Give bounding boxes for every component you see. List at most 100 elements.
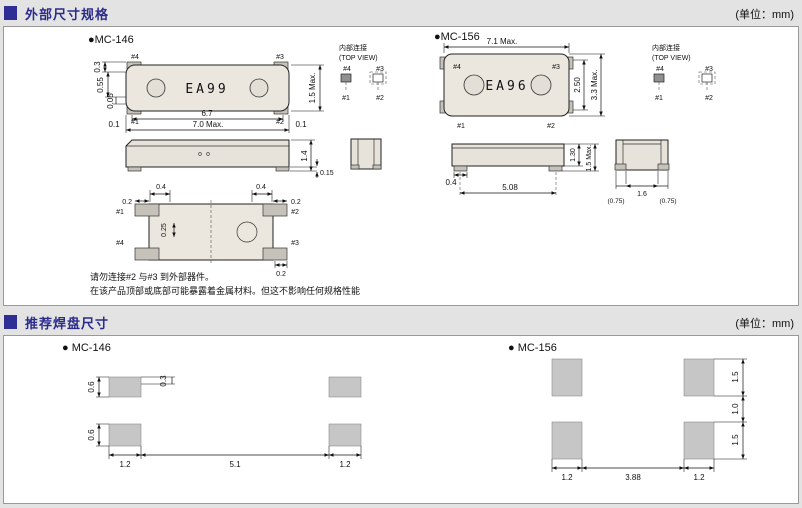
mc156-top-pin2-label: #2 bbox=[547, 123, 555, 130]
mc146-internal-title: 内部连接 bbox=[339, 43, 367, 52]
pads156-pad-bottom-left bbox=[551, 421, 583, 460]
mc156-internal-pin2: #2 bbox=[705, 95, 713, 102]
mc146-internal-pin2: #2 bbox=[376, 95, 384, 102]
mc156-end-view: 1.6 (0.75) (0.75) bbox=[608, 139, 676, 205]
mc146-bottom-bottom-dims: 0.2 bbox=[274, 261, 288, 278]
pads156-pad-bottom-right bbox=[683, 421, 715, 460]
mc146-side-dot bbox=[206, 152, 210, 156]
mc156-length-dim: 7.1 Max. bbox=[443, 37, 570, 53]
mc156-top-pin1-label: #1 bbox=[457, 123, 465, 130]
mc146-internal-subtitle: (TOP VIEW) bbox=[339, 55, 378, 62]
pads146-dim-03: 0.3 bbox=[159, 375, 168, 387]
section1-title: 外部尺寸规格 bbox=[25, 6, 110, 22]
mc156-end-dims: 1.6 (0.75) (0.75) bbox=[608, 171, 676, 205]
mc146-bottom-dims: 6.7 7.0 Max. 0.1 0.1 bbox=[108, 109, 307, 133]
mc146-dim-15max: 1.5 Max. bbox=[308, 73, 317, 104]
mc156-side-pad-left bbox=[453, 165, 468, 172]
mc156-marking: EA96 bbox=[485, 79, 528, 94]
pads146-pad-bottom-right bbox=[328, 423, 362, 447]
mc156-internal-pad4 bbox=[653, 73, 665, 83]
mc146-dim-03: 0.3 bbox=[93, 61, 102, 73]
mc146-bottom-pad4 bbox=[134, 247, 160, 261]
mc146-dim-70max: 7.0 Max. bbox=[193, 120, 224, 129]
mc146-dim-015: 0.15 bbox=[320, 170, 334, 177]
mc156-internal-pad3 bbox=[701, 73, 713, 83]
mc156-dim-250: 2.50 bbox=[573, 77, 582, 93]
mc146-side-body bbox=[125, 139, 290, 168]
mc146-internal-pad3 bbox=[372, 73, 384, 83]
mc146-internal-connection: 内部连接 (TOP VIEW) #4 #3 #1 #2 bbox=[339, 43, 387, 102]
mc156-label: ●MC-156 bbox=[434, 31, 480, 43]
pads156-pad-top-left bbox=[551, 358, 583, 397]
mc146-left-dims: 0.3 0.55 0.05 bbox=[93, 61, 126, 109]
pads146-pad-bottom-left bbox=[108, 423, 142, 447]
mc146-end-pad-left bbox=[350, 164, 360, 170]
pads146-dim-51: 5.1 bbox=[229, 460, 241, 469]
pads156-pad-top-right bbox=[683, 358, 715, 397]
mc146-internal-pad4 bbox=[340, 73, 352, 83]
mc156-end-pad-left bbox=[614, 163, 627, 171]
mc146-bottom-pad2 bbox=[262, 203, 288, 217]
mc146-internal-pin3: #3 bbox=[376, 66, 384, 73]
pads146-label: ● MC-146 bbox=[62, 342, 111, 354]
mc156-width-dims: 2.50 3.3 Max. bbox=[569, 53, 605, 117]
mc146-dim-005: 0.05 bbox=[106, 93, 115, 109]
mc146-bottom-pin4-label: #4 bbox=[116, 240, 124, 247]
mc146-side-pad-left bbox=[127, 166, 142, 172]
pads146-pad-top-left bbox=[108, 376, 142, 398]
pads156-dim-15-top: 1.5 bbox=[731, 371, 740, 383]
mc146-bottom-pin2-label: #2 bbox=[291, 209, 299, 216]
mc146-dim-01-left: 0.1 bbox=[108, 120, 120, 129]
mc156-dim-33max: 3.3 Max. bbox=[590, 70, 599, 101]
outline-drawings-panel: ●MC-146 EA99 #4 #3 #1 #2 bbox=[3, 26, 799, 306]
mc146-bottom-circle bbox=[236, 221, 258, 243]
mc146-dim-67: 6.7 bbox=[201, 109, 213, 118]
mc146-crystal-pad-left bbox=[146, 78, 166, 98]
mc156-internal-title: 内部连接 bbox=[652, 43, 680, 52]
mc156-side-body bbox=[451, 143, 565, 167]
pads156-right-dims: 1.5 1.0 1.5 bbox=[714, 358, 747, 460]
pads146-dim-06-top: 0.6 bbox=[87, 381, 96, 393]
mc156-pad-layout: ● MC-156 1.5 1.0 1.5 bbox=[508, 342, 747, 482]
mc156-dim-71max: 7.1 Max. bbox=[487, 37, 518, 46]
outline-drawing: ●MC-146 EA99 #4 #3 #1 #2 bbox=[88, 31, 716, 296]
mc146-side-pad-right bbox=[275, 166, 290, 172]
pads146-dim-06-bottom: 0.6 bbox=[87, 429, 96, 441]
mc156-internal-subtitle: (TOP VIEW) bbox=[652, 55, 691, 62]
mc156-side-pad-right bbox=[548, 165, 563, 172]
pad-layout-drawing: ● MC-146 0.6 0.6 0.3 bbox=[62, 342, 747, 482]
mc146-top-pin1-label: #1 bbox=[131, 119, 139, 126]
mc146-dim-01-right: 0.1 bbox=[295, 120, 307, 129]
mc146-end-outline bbox=[350, 138, 382, 170]
section2-header: 推荐焊盘尺寸 (单位：mm) bbox=[0, 311, 802, 333]
pads146-dim-12-left: 1.2 bbox=[119, 460, 131, 469]
pads146-left-dims: 0.6 0.6 bbox=[87, 376, 109, 447]
section1-header: 外部尺寸规格 (单位：mm) bbox=[0, 2, 802, 24]
mc146-bottom-top-dims: 0.4 0.4 0.2 0.2 bbox=[122, 184, 301, 206]
mc146-internal-pin4: #4 bbox=[343, 66, 351, 73]
mc146-note-2: 在该产品顶部或底部可能暴露着金属材料。但这不影响任何规格性能 bbox=[90, 285, 360, 296]
mc146-group: ●MC-146 EA99 #4 #3 #1 #2 bbox=[88, 34, 387, 296]
mc156-side-dims: 0.4 5.08 1.30 1.5 Max. bbox=[445, 143, 599, 197]
mc146-bottom-pad3 bbox=[262, 247, 288, 261]
section1-unit: (单位：mm) bbox=[735, 9, 794, 21]
mc146-end-pad-right bbox=[372, 164, 382, 170]
mc146-label: ●MC-146 bbox=[88, 34, 134, 46]
mc156-crystal-pad-left bbox=[463, 74, 485, 96]
mc146-bottom-view: 0.4 0.4 0.2 0.2 bbox=[116, 184, 301, 278]
mc146-bottom-side-dims: 0.25 bbox=[161, 223, 176, 237]
pads146-bottom-dims: 1.2 5.1 1.2 bbox=[108, 446, 362, 469]
mc146-dim-055: 0.55 bbox=[96, 77, 105, 93]
mc146-top-pin3-label: #3 bbox=[276, 54, 284, 61]
mc156-dim-130: 1.30 bbox=[570, 148, 577, 162]
mc146-pad-layout: ● MC-146 0.6 0.6 0.3 bbox=[62, 342, 362, 469]
pad-layout-panel: ● MC-146 0.6 0.6 0.3 bbox=[3, 335, 799, 504]
mc146-top-pin2-label: #2 bbox=[276, 119, 284, 126]
mc146-note-1: 请勿连接#2 与#3 到外部器件。 bbox=[90, 271, 214, 282]
mc146-side-dot bbox=[198, 152, 202, 156]
mc146-dim-14: 1.4 bbox=[300, 150, 309, 162]
mc146-dim-02-bottom: 0.2 bbox=[276, 271, 286, 278]
mc146-dim-04-left: 0.4 bbox=[156, 184, 166, 191]
section-marker-icon bbox=[4, 315, 17, 329]
